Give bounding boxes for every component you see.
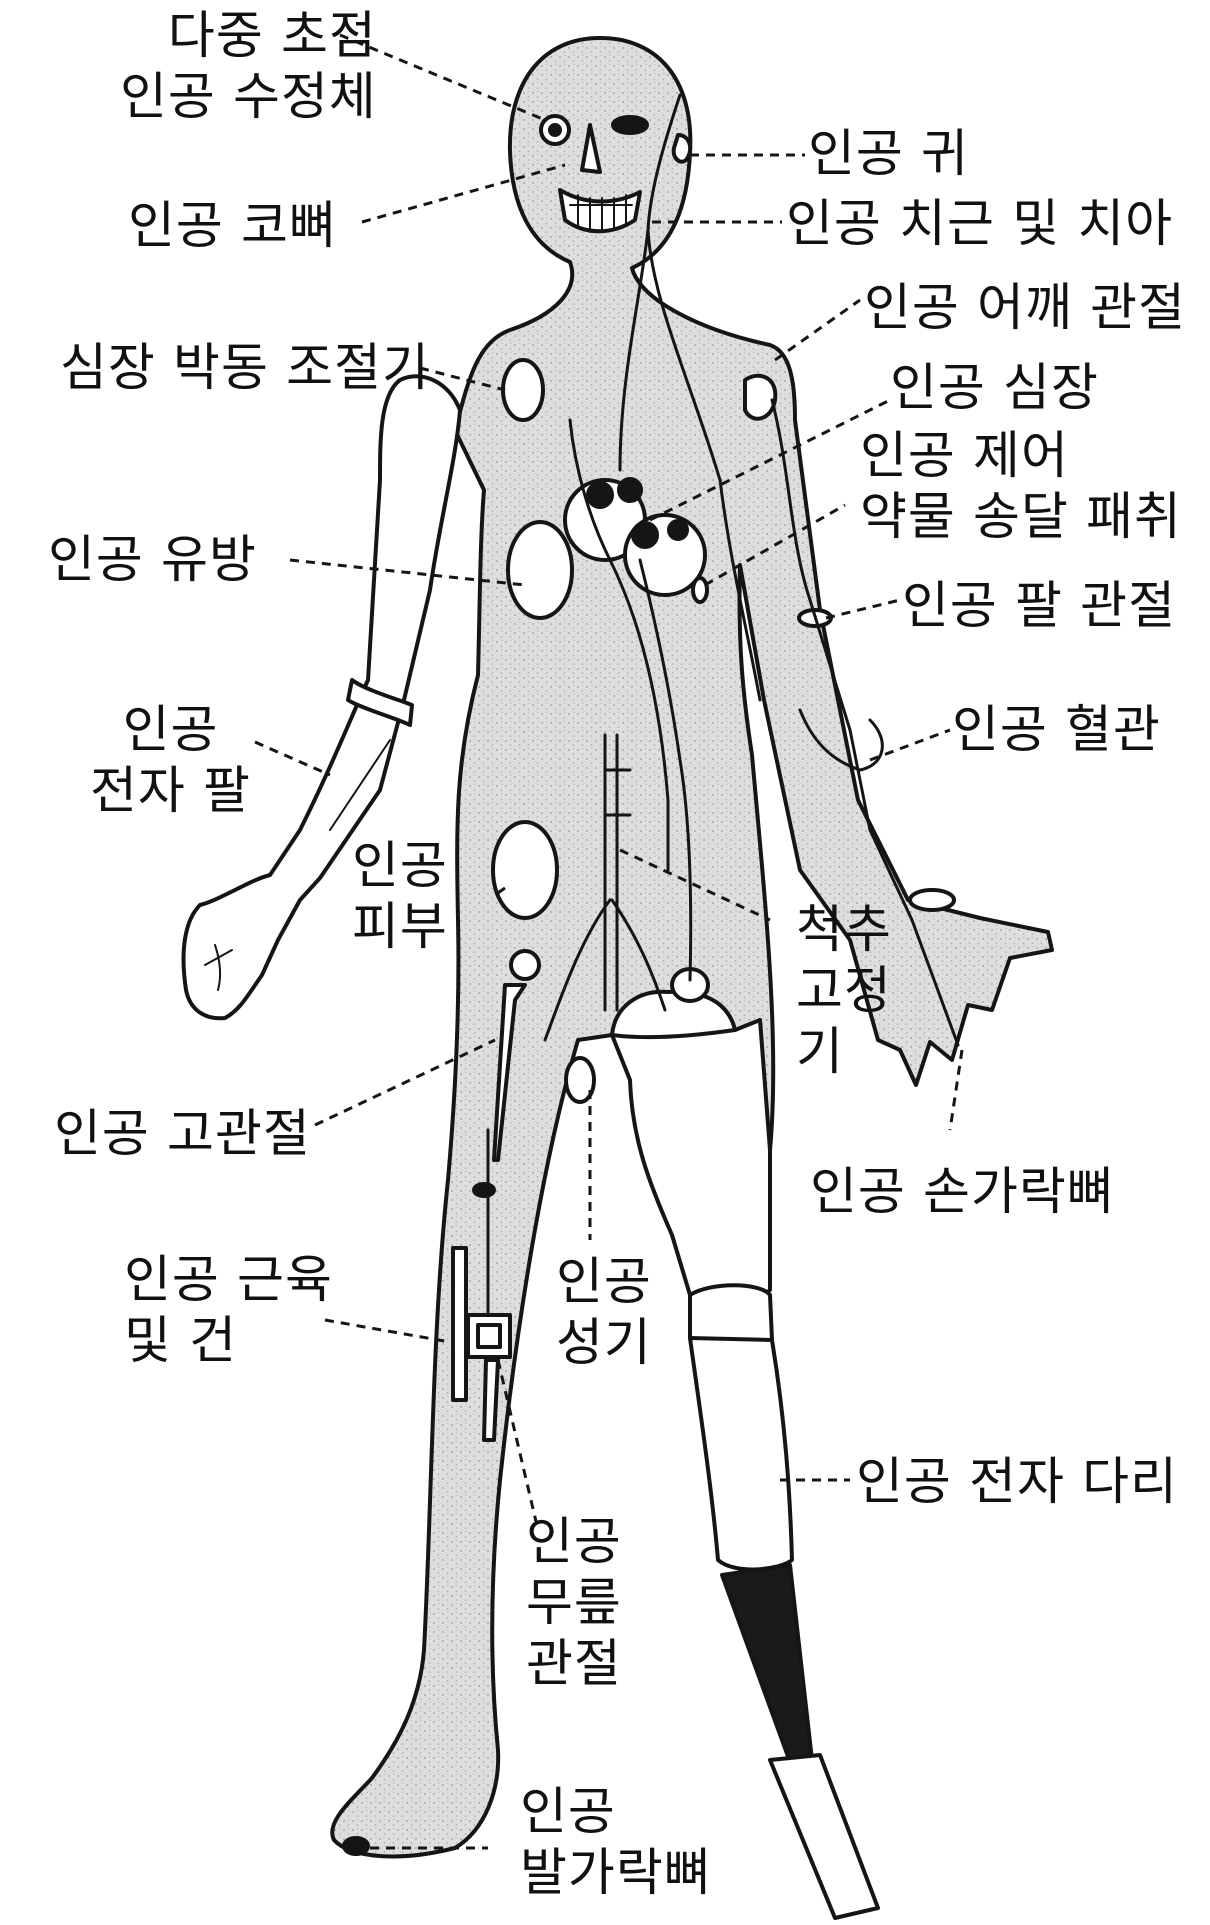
label-muscle-tendon: 인공 근육 및 건 — [124, 1250, 333, 1372]
label-drug-patch-line1: 인공 제어 — [860, 426, 1182, 487]
label-muscle-tendon-line2: 및 건 — [124, 1311, 333, 1372]
label-multifocal-lens: 다중 초점 인공 수정체 — [120, 6, 377, 128]
label-artificial-breast: 인공 유방 — [48, 530, 257, 591]
label-multifocal-lens-line2: 인공 수정체 — [120, 67, 377, 128]
drug-patch — [693, 578, 707, 602]
ear-device — [674, 135, 690, 162]
label-electronic-arm-line1: 인공 — [90, 700, 251, 761]
prosthetic-shaft — [722, 1565, 812, 1762]
artificial-skin — [493, 822, 557, 918]
label-artificial-finger-bone: 인공 손가락뼈 — [810, 1162, 1115, 1223]
label-artificial-genital-line1: 인공 — [556, 1252, 652, 1313]
label-artificial-knee: 인공 무릎 관절 — [526, 1512, 622, 1695]
label-spine-fixator-line3: 기 — [796, 1022, 892, 1083]
shin-shell — [690, 1338, 792, 1569]
label-artificial-knee-line2: 무릎 — [526, 1573, 622, 1634]
label-electronic-arm: 인공 전자 팔 — [90, 700, 251, 822]
artificial-breast — [508, 522, 572, 618]
label-artificial-skin-line2: 피부 — [352, 897, 448, 958]
label-artificial-knee-line1: 인공 — [526, 1512, 622, 1573]
label-artificial-toe-bone-line1: 인공 — [520, 1782, 712, 1843]
label-electronic-arm-line2: 전자 팔 — [90, 761, 251, 822]
label-artificial-hip: 인공 고관절 — [54, 1104, 311, 1165]
label-artificial-genital: 인공 성기 — [556, 1252, 652, 1374]
prosthetic-foot — [770, 1755, 878, 1918]
label-artificial-toe-bone: 인공 발가락뼈 — [520, 1782, 712, 1904]
label-electronic-leg: 인공 전자 다리 — [856, 1452, 1178, 1513]
label-drug-patch-line2: 약물 송달 패취 — [860, 487, 1182, 548]
label-artificial-elbow: 인공 팔 관절 — [902, 576, 1176, 637]
pacemaker — [503, 360, 543, 420]
label-muscle-tendon-line1: 인공 근육 — [124, 1250, 333, 1311]
label-artificial-skin-line1: 인공 — [352, 836, 448, 897]
label-artificial-teeth: 인공 치근 및 치아 — [786, 194, 1173, 255]
label-drug-patch: 인공 제어 약물 송달 패취 — [860, 426, 1182, 548]
toe-device — [344, 1838, 368, 1854]
knee-joint — [690, 1285, 772, 1343]
label-artificial-skin: 인공 피부 — [352, 836, 448, 958]
label-artificial-vessel: 인공 혈관 — [952, 700, 1161, 761]
label-artificial-ear: 인공 귀 — [808, 124, 969, 185]
label-spine-fixator-line1: 척추 — [796, 900, 892, 961]
label-multifocal-lens-line1: 다중 초점 — [120, 6, 377, 67]
label-artificial-genital-line2: 성기 — [556, 1313, 652, 1374]
label-spine-fixator: 척추 고정 기 — [796, 900, 892, 1083]
label-artificial-knee-line3: 관절 — [526, 1634, 622, 1695]
label-artificial-toe-bone-line2: 발가락뼈 — [520, 1843, 712, 1904]
wrist-joint — [910, 890, 954, 910]
label-pacemaker: 심장 박동 조절기 — [60, 338, 430, 399]
shoulder-joint — [745, 376, 775, 419]
label-artificial-nose-bone: 인공 코뼈 — [128, 196, 337, 257]
label-artificial-shoulder: 인공 어깨 관절 — [864, 278, 1186, 339]
label-spine-fixator-line2: 고정 — [796, 961, 892, 1022]
label-artificial-heart: 인공 심장 — [890, 358, 1099, 419]
